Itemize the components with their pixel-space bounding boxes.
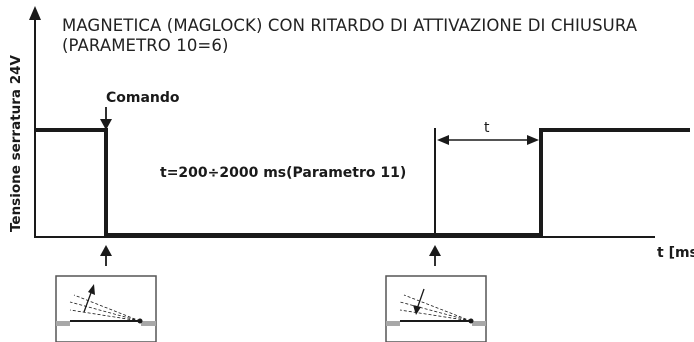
door-opening-icon [55, 275, 157, 342]
door-closing-icon [385, 275, 487, 342]
y-axis-label: Tensione serratura 24V [8, 54, 24, 232]
command-label: Comando [106, 90, 180, 106]
x-axis-label: t [ms [657, 245, 694, 261]
delay-dimension-arrow [437, 135, 539, 145]
event-arrow-right-icon [429, 245, 441, 266]
y-axis-arrow-icon [29, 6, 41, 20]
diagram-title-line2: (PARAMETRO 10=6) [62, 36, 229, 55]
event-arrow-left-icon [100, 245, 112, 266]
diagram-title-line1: MAGNETICA (MAGLOCK) CON RITARDO DI ATTIV… [62, 16, 638, 35]
y-axis [29, 6, 41, 238]
signal-waveform [35, 128, 690, 237]
delay-dimension-label: t [484, 120, 490, 136]
command-arrow-icon [100, 107, 112, 130]
delay-description: t=200÷2000 ms(Parametro 11) [160, 165, 406, 181]
